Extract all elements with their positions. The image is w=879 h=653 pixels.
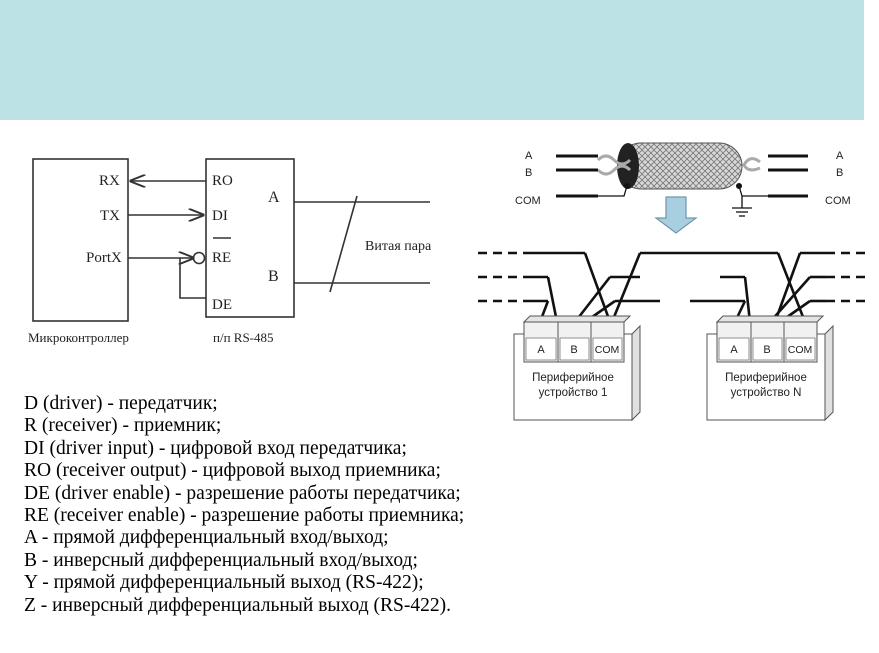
pin-label-de: DE: [212, 297, 232, 313]
bus-label-a: A: [268, 189, 280, 206]
devicen-label-line2: устройство N: [731, 387, 802, 399]
device1-label-line2: устройство 1: [539, 387, 608, 399]
transceiver-block: [205, 158, 295, 318]
legend-item: Y - прямой дифференциальный выход (RS-42…: [24, 572, 424, 594]
twisted-wires-left: [596, 154, 632, 176]
legend-item: D (driver) - передатчик;: [24, 393, 218, 414]
legend-item: RE (receiver enable) - разрешение работы…: [24, 505, 465, 527]
header-banner: [0, 0, 864, 120]
cable-left-b: B: [525, 167, 532, 179]
device1-pin-b: B: [570, 344, 577, 356]
devicen-label-line1: Периферийное: [725, 372, 807, 384]
abbreviation-legend: D (driver) - передатчик; R (receiver) - …: [24, 393, 864, 617]
de-line: [179, 258, 206, 299]
devicen-pin-b: B: [763, 344, 770, 356]
twisted-wires-right: [742, 157, 761, 172]
device1-label-line1: Периферийное: [532, 372, 614, 384]
bus-label-b: B: [268, 268, 279, 285]
pin-label-rx: RX: [99, 173, 120, 189]
down-arrow-icon: [654, 196, 698, 234]
legend-item: RO (receiver output) - цифровой выход пр…: [24, 460, 441, 482]
twisted-pair-label: Витая пара: [365, 239, 432, 254]
device1-pin-a: A: [537, 344, 545, 356]
legend-item: R (receiver) - приемник;: [24, 415, 222, 437]
pin-label-portx: PortX: [86, 250, 122, 266]
mcu-diagram: [32, 158, 430, 322]
cable-left-com: COM: [515, 195, 541, 207]
bus-network: [478, 251, 868, 324]
transceiver-caption: п/п RS-485: [213, 330, 274, 345]
cable-right-b: B: [836, 167, 843, 179]
peripheral-device-1: [513, 315, 641, 422]
pin-label-di: DI: [212, 208, 228, 224]
cable-end-left: [617, 143, 639, 189]
cable-right-com: COM: [825, 195, 851, 207]
cable-left-a: A: [525, 150, 533, 162]
pin-label-ro: RO: [212, 173, 233, 189]
microcontroller-block: [32, 158, 129, 322]
legend-item: B - инверсный дифференциальный вход/выхо…: [24, 549, 418, 571]
devicen-pin-com: COM: [788, 344, 813, 356]
legend-item: A - прямой дифференциальный вход/выход;: [24, 527, 389, 549]
peripheral-device-n: [706, 315, 834, 422]
twisted-pair-mark: [329, 195, 358, 293]
cable-right-a: A: [836, 150, 844, 162]
device1-pin-com: COM: [595, 344, 620, 356]
legend-item: Z - инверсный дифференциальный выход (RS…: [24, 594, 451, 616]
mcu-caption: Микроконтроллер: [28, 330, 129, 345]
legend-item: DI (driver input) - цифровой вход переда…: [24, 437, 407, 459]
cable-illustration: [556, 142, 808, 217]
pin-label-tx: TX: [100, 208, 120, 224]
re-inversion-bubble: [192, 251, 206, 265]
devicen-pin-a: A: [730, 344, 738, 356]
legend-item: DE (driver enable) - разрешение работы п…: [24, 482, 461, 504]
pin-label-re: RE: [212, 250, 231, 266]
